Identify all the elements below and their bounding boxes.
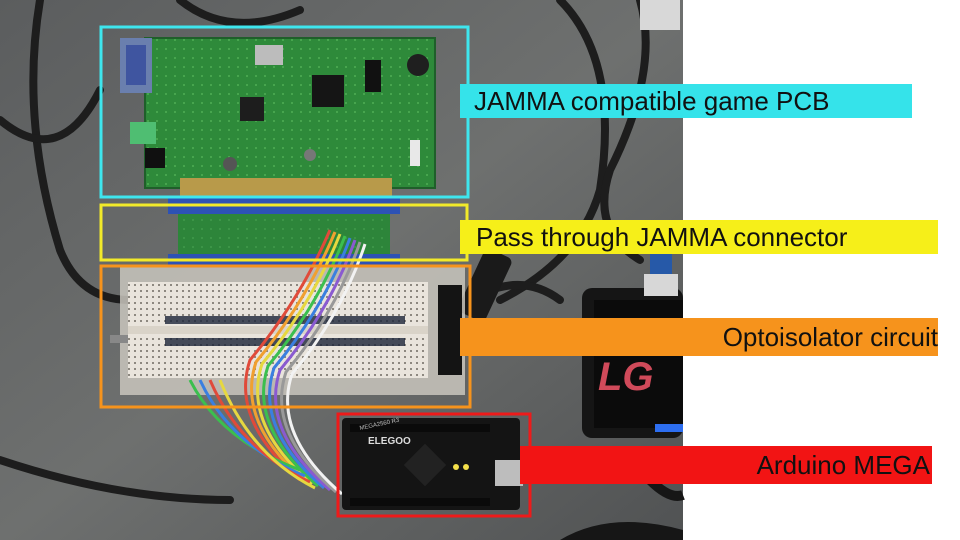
arduino-chip xyxy=(403,443,447,487)
svg-text:LG: LG xyxy=(598,355,654,399)
pcb-label: JAMMA compatible game PCB xyxy=(460,84,912,118)
desk-cable-bottom-right xyxy=(560,522,683,540)
pcb-edge-fingers xyxy=(180,178,392,196)
usb-port xyxy=(495,460,523,486)
jamma-connector xyxy=(168,196,400,268)
optoisolator-label-text: Optoisolator circuit xyxy=(722,322,938,352)
arduino-brand-text: ELEGOO xyxy=(368,436,411,447)
cpu-chip xyxy=(312,75,344,107)
arduino-label-text: Arduino MEGA xyxy=(756,450,930,480)
outlet-corner xyxy=(640,0,680,30)
ribbon-wires xyxy=(188,229,367,496)
pcb-label-text: JAMMA compatible game PCB xyxy=(474,86,830,116)
optoisolator-label: Optoisolator circuit xyxy=(460,318,938,356)
connector-label-text: Pass through JAMMA connector xyxy=(476,222,848,252)
power-plug xyxy=(458,248,512,322)
arduino-label: Arduino MEGA xyxy=(520,446,932,484)
desk-cables xyxy=(0,0,650,504)
side-connector xyxy=(438,285,462,375)
game-pcb xyxy=(120,37,436,189)
arduino-board: ELEGOO MEGA2560 R3 xyxy=(342,418,523,510)
connector-label: Pass through JAMMA connector xyxy=(460,220,938,254)
optoisolator-breadboard xyxy=(110,265,465,395)
